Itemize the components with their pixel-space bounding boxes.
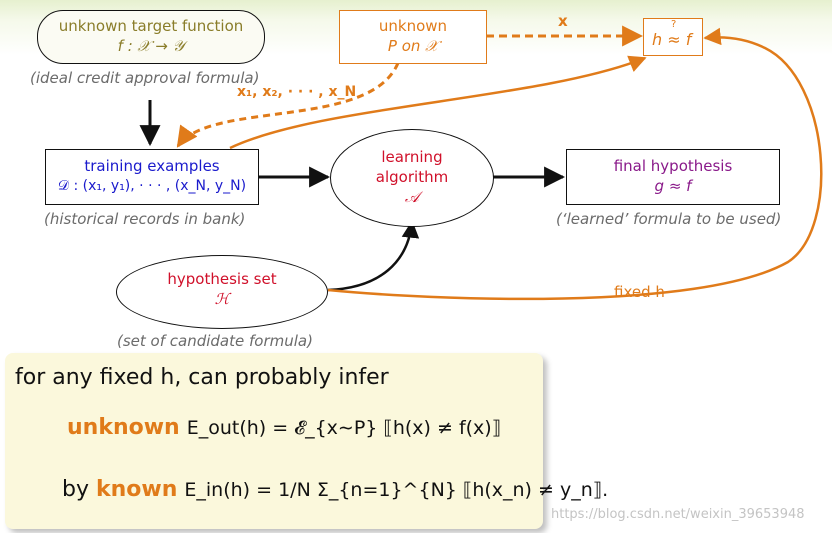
algorithm-symbol: 𝒜 — [404, 188, 420, 206]
arrow-distribution-to-training — [176, 62, 400, 148]
label-samples: x₁, x₂, · · · , x_N — [237, 84, 357, 100]
approx-math: h ≈ f — [652, 30, 692, 49]
training-title: training examples — [84, 157, 220, 175]
hypothesis-set-title: hypothesis set — [167, 270, 277, 288]
learning-algorithm-ellipse: learning algorithm 𝒜 — [330, 129, 494, 227]
arrow-fixed-h-to-approx — [327, 27, 823, 301]
inference-intro: for any fixed h, can probably infer — [15, 365, 389, 390]
algorithm-line2: algorithm — [375, 168, 449, 186]
ein-prefix: by — [62, 477, 89, 502]
hypothesis-set-caption: (set of candidate formula) — [117, 332, 313, 350]
training-caption: (historical records in bank) — [44, 210, 246, 228]
ein-equation-row: by known E_in(h) = 1/N Σ_{n=1}^{N} ⟦h(x_… — [62, 477, 608, 502]
eout-keyword: unknown — [67, 415, 180, 440]
algorithm-line1: learning — [381, 148, 443, 166]
ein-keyword: known — [95, 477, 178, 502]
approx-box: ? h ≈ f — [643, 18, 703, 56]
distribution-math: P on 𝒳 — [387, 37, 439, 55]
hypothesis-set-ellipse: hypothesis set ℋ — [116, 255, 328, 329]
watermark-text: https://blog.csdn.net/weixin_39653948 — [551, 507, 805, 522]
target-function-math: f : 𝒳 → 𝒴 — [117, 37, 185, 55]
training-examples-box: training examples 𝒟 : (x₁, y₁), · · · , … — [45, 149, 259, 205]
distribution-box: unknown P on 𝒳 — [339, 10, 487, 64]
final-math: g ≈ f — [654, 177, 692, 195]
distribution-title: unknown — [378, 17, 448, 35]
final-hypothesis-box: final hypothesis g ≈ f — [566, 149, 780, 205]
arrow-hypothesis-to-algorithm — [327, 220, 420, 292]
target-function-title: unknown target function — [58, 17, 244, 35]
training-math: 𝒟 : (x₁, y₁), · · · , (x_N, y_N) — [57, 178, 247, 194]
final-title: final hypothesis — [613, 157, 733, 175]
eout-equation-row: unknown E_out(h) = 𝓔_{x∼P} ⟦h(x) ≠ f(x)⟧ — [67, 415, 501, 440]
hypothesis-set-symbol: ℋ — [214, 290, 230, 308]
ein-equation: E_in(h) = 1/N Σ_{n=1}^{N} ⟦h(x_n) ≠ y_n⟧… — [184, 479, 609, 501]
target-function-box: unknown target function f : 𝒳 → 𝒴 — [37, 10, 265, 64]
arrow-training-to-approx — [229, 55, 647, 150]
eout-equation: E_out(h) = 𝓔_{x∼P} ⟦h(x) ≠ f(x)⟧ — [186, 417, 502, 439]
label-x: x — [558, 12, 568, 30]
final-caption: (‘learned’ formula to be used) — [556, 210, 782, 228]
approx-question: ? — [671, 19, 677, 30]
target-function-caption: (ideal credit approval formula) — [30, 69, 260, 87]
inference-panel: for any fixed h, can probably infer unkn… — [5, 353, 608, 529]
label-fixed-h: fixed h — [614, 283, 665, 301]
